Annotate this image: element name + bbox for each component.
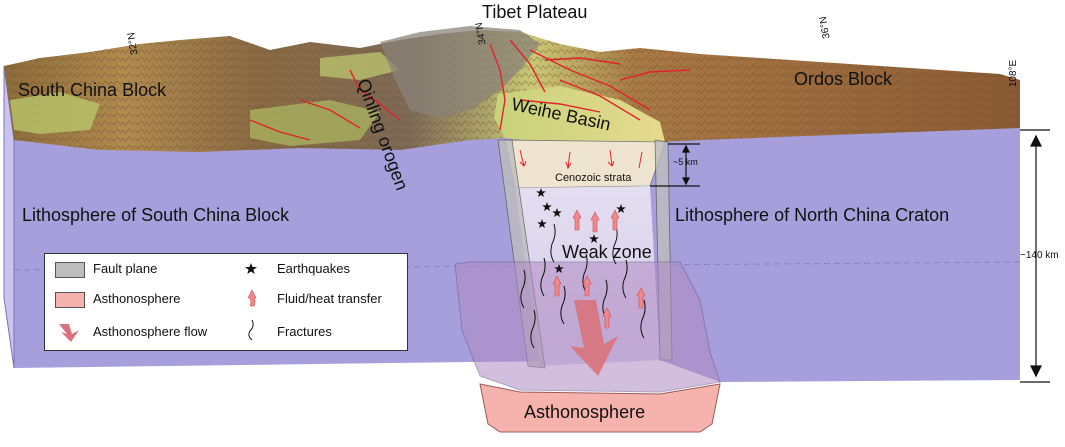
legend-label-fractures: Fractures xyxy=(277,324,332,339)
fault-2 xyxy=(509,39,546,93)
label-weak-zone: Weak zone xyxy=(562,242,652,262)
fluid-arrow-6 xyxy=(636,287,646,309)
label-depth-5km: ~5 km xyxy=(673,157,698,167)
scale-140-head-bottom xyxy=(1030,365,1042,378)
strata-arrow-4 xyxy=(638,151,643,169)
label-ordos-block: Ordos Block xyxy=(794,69,893,89)
fracture-6 xyxy=(622,259,628,299)
legend-label-asthenosphere: Asthonosphere xyxy=(93,291,181,306)
fault-4 xyxy=(544,57,621,65)
fault-9 xyxy=(249,119,311,141)
legend-flow-arrow-icon xyxy=(59,324,79,342)
fracture-8 xyxy=(530,309,536,349)
scale-5-head-top xyxy=(682,144,690,153)
fault-10 xyxy=(619,69,691,81)
fluid-heat-arrows xyxy=(552,209,646,329)
fault-8 xyxy=(299,99,361,129)
earthquake-star-3 xyxy=(537,219,547,228)
fracture-5 xyxy=(602,279,608,319)
label-lithosphere-south: Lithosphere of South China Block xyxy=(22,205,290,225)
scale-5-head-bottom xyxy=(682,177,690,186)
label-cenozoic-strata: Cenozoic strata xyxy=(555,172,632,184)
fluid-arrow-2 xyxy=(590,211,600,233)
earthquake-star-7 xyxy=(554,264,564,273)
earthquake-star-1 xyxy=(536,188,546,197)
legend-label-earthquakes: Earthquakes xyxy=(277,261,350,276)
fault-5 xyxy=(559,79,641,121)
fracture-4 xyxy=(582,253,588,293)
lowland-patch-south xyxy=(10,92,100,134)
lowland-patch-plateau xyxy=(320,52,400,80)
fluid-arrow-7 xyxy=(602,307,612,329)
fault-7 xyxy=(349,69,401,121)
scale-markers xyxy=(650,129,1050,383)
label-depth-140km: ~140 km xyxy=(1020,250,1059,261)
legend-earthquake-star-icon xyxy=(245,263,257,274)
legend: Fault plane Asthonosphere Asthonosphere … xyxy=(44,253,408,351)
earthquake-star-6 xyxy=(589,234,599,243)
fault-1 xyxy=(489,43,506,131)
earthquake-star-2 xyxy=(542,202,552,211)
qinling-mountains xyxy=(380,26,540,118)
lowland-patch-hanzhong xyxy=(250,100,380,146)
fracture-7 xyxy=(640,299,646,339)
fluid-arrow-1 xyxy=(572,209,582,231)
legend-label-fault-plane: Fault plane xyxy=(93,261,158,276)
label-south-china-block: South China Block xyxy=(18,80,167,100)
fault-6 xyxy=(519,99,601,113)
scale-140-head-top xyxy=(1030,134,1042,147)
title-tibet-plateau: Tibet Plateau xyxy=(482,2,588,22)
fracture-3 xyxy=(560,285,566,325)
legend-swatch-asthenosphere xyxy=(55,292,85,308)
legend-fluid-arrow-icon xyxy=(247,289,257,307)
strata-fault-arrows xyxy=(519,149,643,170)
surface-faults xyxy=(249,39,691,141)
asthenosphere-flow-arrow xyxy=(570,300,618,376)
label-lon-108: 108°E xyxy=(1008,59,1020,88)
fracture-1 xyxy=(520,269,526,309)
earthquakes xyxy=(536,188,626,273)
fracture-2 xyxy=(540,257,546,297)
label-asthenosphere: Asthonosphere xyxy=(524,402,646,422)
asthenosphere-layer xyxy=(479,383,721,433)
fracture-9 xyxy=(550,223,556,263)
legend-label-fluid-heat: Fluid/heat transfer xyxy=(277,291,382,306)
fracture-10 xyxy=(612,225,618,265)
label-lithosphere-north: Lithosphere of North China Craton xyxy=(675,205,950,225)
legend-swatch-fault-plane xyxy=(55,262,85,278)
fluid-arrow-4 xyxy=(552,275,562,297)
strata-arrow-3 xyxy=(607,149,615,167)
legend-label-asthenosphere-flow: Asthonosphere flow xyxy=(93,324,208,339)
strata-arrow-2 xyxy=(565,151,572,170)
earthquake-star-5 xyxy=(616,204,626,213)
earthquake-star-4 xyxy=(552,208,562,217)
fluid-arrow-3 xyxy=(610,209,620,231)
legend-fracture-icon xyxy=(248,319,254,341)
strata-arrow-1 xyxy=(519,149,527,167)
fluid-arrow-5 xyxy=(582,275,592,297)
fractures xyxy=(520,223,646,349)
